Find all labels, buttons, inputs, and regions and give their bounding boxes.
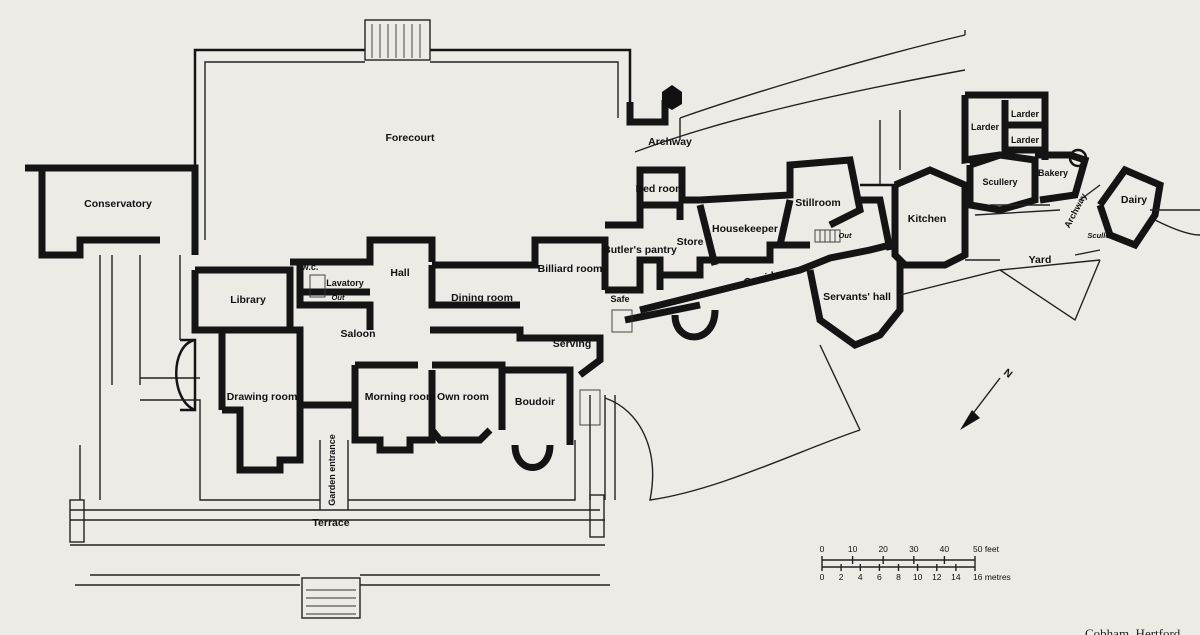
label-dairy: Dairy xyxy=(1121,194,1147,206)
label-scullery-main: Scullery xyxy=(982,177,1017,187)
scale-m-10: 10 xyxy=(913,572,923,582)
scale-m-14: 14 xyxy=(951,572,961,582)
label-saloon: Saloon xyxy=(340,328,375,340)
label-larder-1: Larder xyxy=(971,122,1000,132)
label-kitchen: Kitchen xyxy=(908,213,947,225)
label-bakery: Bakery xyxy=(1038,168,1068,178)
label-terrace: Terrace xyxy=(312,517,349,529)
label-servants-hall: Servants' hall xyxy=(823,291,891,303)
scale-m-4: 4 xyxy=(858,572,863,582)
north-arrow: N xyxy=(960,367,1015,430)
label-library: Library xyxy=(230,294,266,306)
stairs xyxy=(309,229,841,426)
label-butlers-pantry: Butler's pantry xyxy=(603,244,677,256)
label-yard: Yard xyxy=(1029,254,1052,266)
scale-ft-10: 10 xyxy=(848,544,858,554)
label-drawing-room: Drawing room xyxy=(227,391,298,403)
label-archway-north: Archway xyxy=(648,136,692,148)
label-own-room: Own room xyxy=(437,391,489,403)
scale-ft-0: 0 xyxy=(820,544,825,554)
label-scullery-dairy: Scullery xyxy=(1087,231,1117,240)
north-arrow-icon xyxy=(960,410,980,430)
label-lavatory-out: Out xyxy=(332,293,345,302)
footer-caption: Cobham, Hertford xyxy=(1085,626,1181,635)
label-bed-room: Bed room xyxy=(635,183,684,195)
scale-bar: 0 10 20 30 40 50 feet 0 2 4 6 8 10 12 14… xyxy=(820,544,1011,582)
label-wc: w.c. xyxy=(301,262,319,272)
label-conservatory: Conservatory xyxy=(84,198,152,210)
label-serving: Serving xyxy=(553,338,592,350)
scale-m-12: 12 xyxy=(932,572,942,582)
label-housekeeper: Housekeeper xyxy=(712,223,778,235)
scale-ft-30: 30 xyxy=(909,544,919,554)
conservatory-walls xyxy=(25,164,200,385)
label-billiard-room: Billiard room xyxy=(538,263,603,275)
scale-m-8: 8 xyxy=(896,572,901,582)
scale-m-0: 0 xyxy=(820,572,825,582)
tower-icon xyxy=(662,85,682,110)
label-larder-3: Larder xyxy=(1011,135,1040,145)
label-lavatory: Lavatory xyxy=(326,278,364,288)
forecourt-walls xyxy=(193,19,966,240)
north-label: N xyxy=(1001,367,1014,381)
scale-ft-20: 20 xyxy=(878,544,888,554)
label-larder-2: Larder xyxy=(1011,109,1040,119)
scale-ft-50: 50 feet xyxy=(973,544,1000,554)
service-wing-walls xyxy=(605,91,1200,349)
terrace-walls xyxy=(69,344,861,619)
scale-m-16: 16 metres xyxy=(973,572,1011,582)
label-stillroom-out: Out xyxy=(839,231,852,240)
label-corridor: Corridor xyxy=(742,267,786,289)
label-dining-room: Dining room xyxy=(451,292,513,304)
label-morning-room: Morning room xyxy=(365,391,436,403)
scale-ft-40: 40 xyxy=(940,544,950,554)
scale-m-2: 2 xyxy=(839,572,844,582)
label-boudoir: Boudoir xyxy=(515,396,555,408)
label-hall: Hall xyxy=(390,267,409,279)
label-billiard-room-text: Billiard room xyxy=(538,263,603,275)
label-garden-entrance: Garden entrance xyxy=(327,434,337,506)
scale-m-6: 6 xyxy=(877,572,882,582)
label-safe: Safe xyxy=(610,294,629,304)
room-labels: Forecourt Archway Conservatory Library w… xyxy=(84,109,1147,529)
main-house-walls xyxy=(175,236,609,474)
label-forecourt: Forecourt xyxy=(385,132,435,144)
label-stillroom: Stillroom xyxy=(795,197,841,209)
label-store: Store xyxy=(677,236,704,248)
